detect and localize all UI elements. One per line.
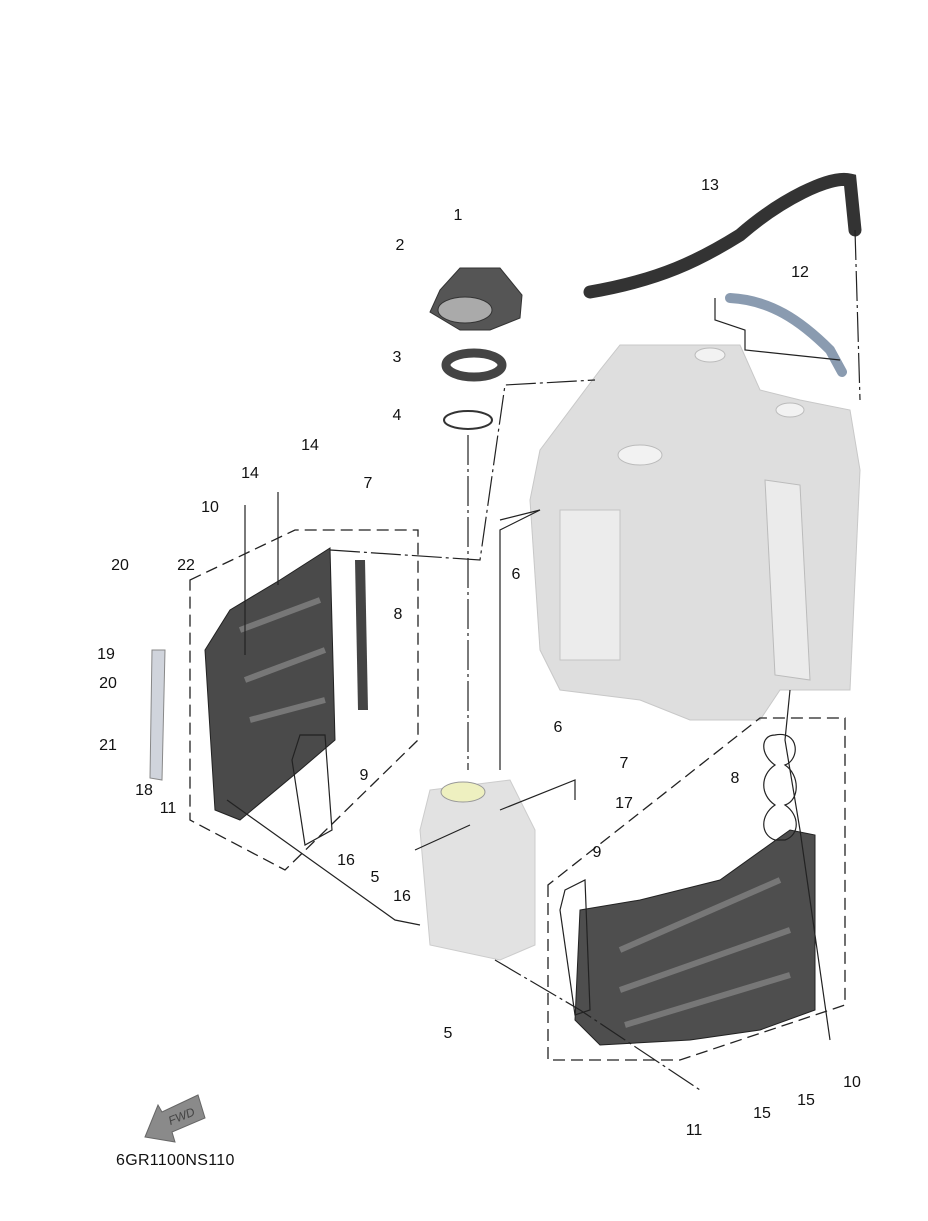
callout-label: 8 bbox=[731, 770, 740, 787]
diagram-code: 6GR1100NS110 bbox=[116, 1152, 235, 1169]
leader-lines bbox=[226, 229, 861, 1091]
o-ring-4 bbox=[443, 410, 493, 430]
callout-label: 20 bbox=[111, 557, 129, 574]
forward-direction-arrow: FWD bbox=[144, 1094, 206, 1143]
throttle-body bbox=[419, 779, 536, 961]
bracket-18 bbox=[149, 649, 166, 781]
callout-label: 4 bbox=[393, 407, 402, 424]
callout-label: 2 bbox=[396, 237, 405, 254]
assembly-box-7-left bbox=[189, 529, 419, 871]
callout-label: 15 bbox=[797, 1092, 815, 1109]
gasket-9-left bbox=[291, 734, 333, 846]
gasket-9-right bbox=[559, 879, 591, 1016]
assembly-box-7-right bbox=[547, 717, 846, 1061]
callout-label: 10 bbox=[201, 499, 219, 516]
callout-label: 10 bbox=[843, 1074, 861, 1091]
callout-label: 9 bbox=[360, 767, 369, 784]
callout-label: 8 bbox=[394, 606, 403, 623]
gasket-8-left bbox=[355, 560, 368, 710]
callout-label: 11 bbox=[686, 1122, 703, 1139]
hose-13 bbox=[583, 172, 862, 299]
callout-label: 5 bbox=[444, 1025, 453, 1042]
callout-label: 6 bbox=[512, 566, 521, 583]
callout-label: 11 bbox=[160, 800, 177, 817]
callout-label: 6 bbox=[554, 719, 563, 736]
callout-label: 21 bbox=[99, 737, 117, 754]
callout-label: 16 bbox=[337, 852, 355, 869]
callout-label: 14 bbox=[241, 465, 259, 482]
callout-label: 15 bbox=[753, 1105, 771, 1122]
intake-silencer-1 bbox=[429, 267, 523, 331]
callout-label: 9 bbox=[593, 844, 602, 861]
callout-label: 18 bbox=[135, 782, 153, 799]
callout-label: 19 bbox=[97, 646, 115, 663]
callout-label: 5 bbox=[371, 869, 380, 886]
callout-label: 3 bbox=[393, 349, 402, 366]
callout-label: 20 bbox=[99, 675, 117, 692]
callout-label: 7 bbox=[364, 475, 373, 492]
ring-3 bbox=[441, 348, 507, 382]
callout-label: 7 bbox=[620, 755, 629, 772]
callout-label: 17 bbox=[615, 795, 633, 812]
intake-manifold-left bbox=[204, 547, 336, 821]
engine-block bbox=[529, 344, 861, 721]
callout-label: 1 bbox=[454, 207, 463, 224]
intake-manifold-right bbox=[574, 829, 816, 1046]
callout-label: 22 bbox=[177, 557, 195, 574]
callout-label: 12 bbox=[791, 264, 809, 281]
callout-label: 14 bbox=[301, 437, 319, 454]
gasket-8-right bbox=[763, 733, 797, 841]
callout-label: 13 bbox=[701, 177, 719, 194]
tube-12 bbox=[725, 293, 847, 377]
callout-label: 16 bbox=[393, 888, 411, 905]
